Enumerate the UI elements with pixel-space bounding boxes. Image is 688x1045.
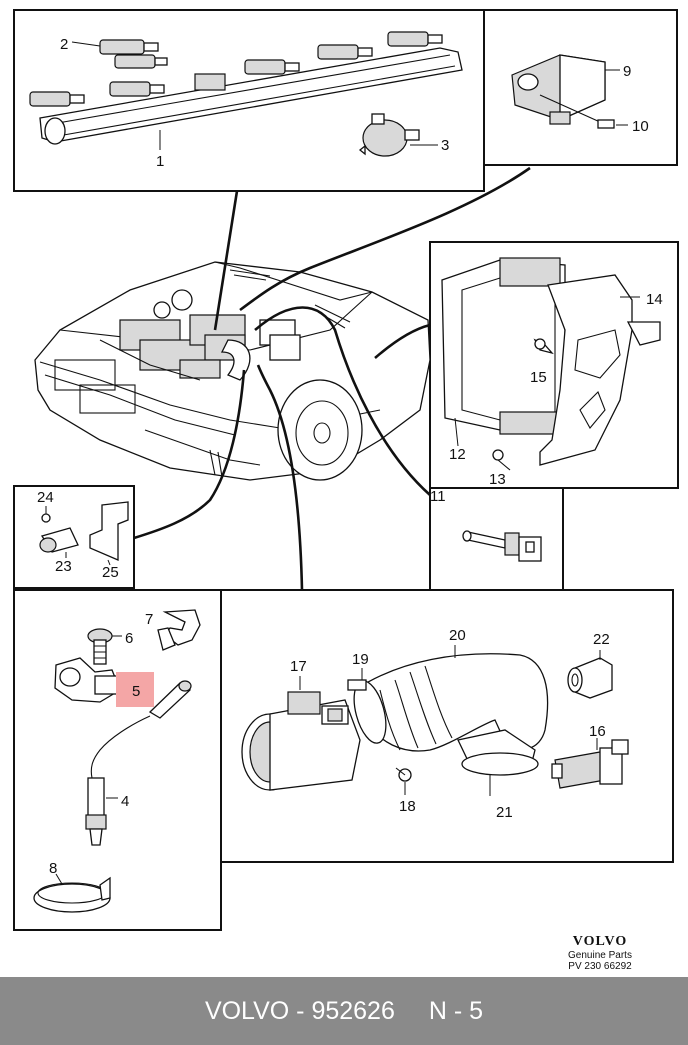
callout-25: 25 bbox=[102, 564, 119, 581]
car-illustration bbox=[34, 261, 431, 481]
routing-lines bbox=[133, 166, 531, 591]
air-mass-meter-17 bbox=[241, 691, 361, 791]
callout-12: 12 bbox=[449, 446, 466, 463]
injectors bbox=[29, 31, 443, 107]
callout-8: 8 bbox=[49, 860, 57, 877]
callout-3: 3 bbox=[441, 137, 449, 154]
screw-18 bbox=[395, 767, 412, 782]
callout-13: 13 bbox=[489, 471, 506, 488]
sensor-22 bbox=[567, 657, 613, 699]
air-intake-assembly bbox=[241, 645, 629, 796]
callout-18: 18 bbox=[399, 798, 416, 815]
idle-valve-16 bbox=[551, 739, 629, 789]
lambda-sensor bbox=[85, 680, 192, 846]
bolt-6 bbox=[87, 628, 113, 665]
clamp-19 bbox=[347, 679, 387, 744]
callout-17: 17 bbox=[290, 658, 307, 675]
pressure-regulator bbox=[358, 113, 420, 157]
callout-1: 1 bbox=[156, 153, 164, 170]
footer-position-ref: N - 5 bbox=[428, 996, 484, 1025]
callout-22: 22 bbox=[593, 631, 610, 648]
callout-24: 24 bbox=[37, 489, 54, 506]
callout-20: 20 bbox=[449, 627, 466, 644]
callout-5-highlight bbox=[116, 672, 154, 707]
callout-9: 9 bbox=[623, 63, 631, 80]
callout-6: 6 bbox=[125, 630, 133, 647]
callout-5: 5 bbox=[132, 683, 140, 700]
callout-2: 2 bbox=[60, 36, 68, 53]
callout-11: 11 bbox=[430, 488, 446, 505]
callout-4: 4 bbox=[121, 793, 129, 810]
panel-lambda-sensor bbox=[13, 589, 222, 931]
hose-clamp-8 bbox=[33, 876, 111, 913]
control-unit bbox=[441, 257, 661, 471]
intake-hose-20 bbox=[354, 653, 549, 776]
footer-bar: VOLVO - 952626 N - 5 bbox=[0, 977, 688, 1045]
brand-subtitle: Genuine Parts bbox=[568, 950, 632, 961]
footer-part-ref: VOLVO - 952626 bbox=[204, 996, 395, 1025]
brand-catalog-number: PV 230 66292 bbox=[568, 961, 632, 972]
callout-labels: 1 2 3 4 5 6 7 8 9 10 11 12 13 14 15 16 1… bbox=[37, 36, 663, 877]
mounting-bracket bbox=[539, 274, 661, 466]
callout-21: 21 bbox=[496, 804, 513, 821]
callout-7: 7 bbox=[145, 611, 153, 628]
callout-16: 16 bbox=[589, 723, 606, 740]
temperature-sensor bbox=[462, 530, 542, 562]
callout-19: 19 bbox=[352, 651, 369, 668]
bracket-sensor bbox=[39, 501, 129, 566]
callout-14: 14 bbox=[646, 291, 663, 308]
parts-diagram: 1 2 3 4 5 6 7 8 9 10 11 12 13 14 15 16 1… bbox=[13, 9, 679, 931]
lambda-sensor-assembly bbox=[33, 609, 201, 913]
callout-23: 23 bbox=[55, 558, 72, 575]
clip-7 bbox=[157, 609, 201, 651]
brand-logo: VOLVO bbox=[572, 934, 628, 949]
brand-block: VOLVO Genuine Parts PV 230 66292 bbox=[560, 934, 640, 972]
callout-15: 15 bbox=[530, 369, 547, 386]
callout-10: 10 bbox=[632, 118, 649, 135]
fuel-rail-assembly bbox=[29, 31, 463, 157]
pressure-sensor bbox=[511, 54, 628, 129]
